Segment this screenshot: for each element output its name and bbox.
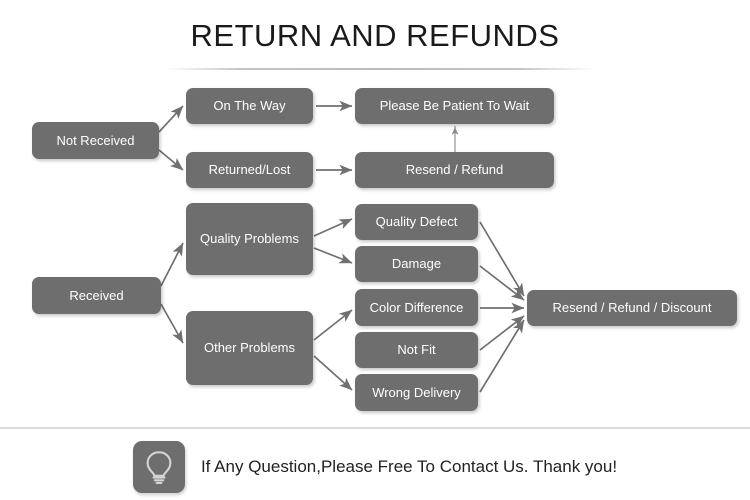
node-received[interactable]: Received (32, 277, 161, 314)
edge-other-problems-to-wrong-delivery (313, 355, 353, 391)
edge-quality-problems-to-quality-defect (313, 218, 353, 237)
footer: If Any Question,Please Free To Contact U… (0, 437, 750, 497)
node-resend-refund-discount[interactable]: Resend / Refund / Discount (527, 290, 737, 326)
footer-divider (0, 427, 750, 429)
edge-received-to-quality-problems (160, 242, 184, 287)
node-not-received[interactable]: Not Received (32, 122, 159, 159)
node-quality-problems[interactable]: Quality Problems (186, 203, 313, 275)
node-on-the-way[interactable]: On The Way (186, 88, 313, 124)
node-returned-lost[interactable]: Returned/Lost (186, 152, 313, 188)
node-please-be-patient-to-wait[interactable]: Please Be Patient To Wait (355, 88, 554, 124)
edge-received-to-other-problems (160, 303, 184, 344)
edge-wrong-delivery-to-outcome (479, 319, 525, 393)
edge-damage-to-outcome (479, 265, 525, 301)
title-divider (165, 68, 595, 70)
node-other-problems[interactable]: Other Problems (186, 311, 313, 385)
node-not-fit[interactable]: Not Fit (355, 332, 478, 368)
node-wrong-delivery[interactable]: Wrong Delivery (355, 374, 478, 411)
edge-not-received-to-returned-lost (158, 149, 184, 171)
edge-not-received-to-on-the-way (158, 105, 184, 133)
edge-other-problems-to-color-difference (313, 309, 353, 341)
page-title: RETURN AND REFUNDS (190, 18, 560, 53)
edge-quality-defect-to-outcome (479, 221, 525, 297)
node-quality-defect[interactable]: Quality Defect (355, 204, 478, 240)
footer-text: If Any Question,Please Free To Contact U… (200, 457, 618, 476)
node-color-difference[interactable]: Color Difference (355, 289, 478, 326)
lightbulb-icon (132, 441, 185, 493)
node-damage[interactable]: Damage (355, 246, 478, 282)
edge-not-fit-to-outcome (479, 315, 525, 351)
node-resend-refund[interactable]: Resend / Refund (355, 152, 554, 188)
edge-quality-problems-to-damage (313, 247, 353, 264)
